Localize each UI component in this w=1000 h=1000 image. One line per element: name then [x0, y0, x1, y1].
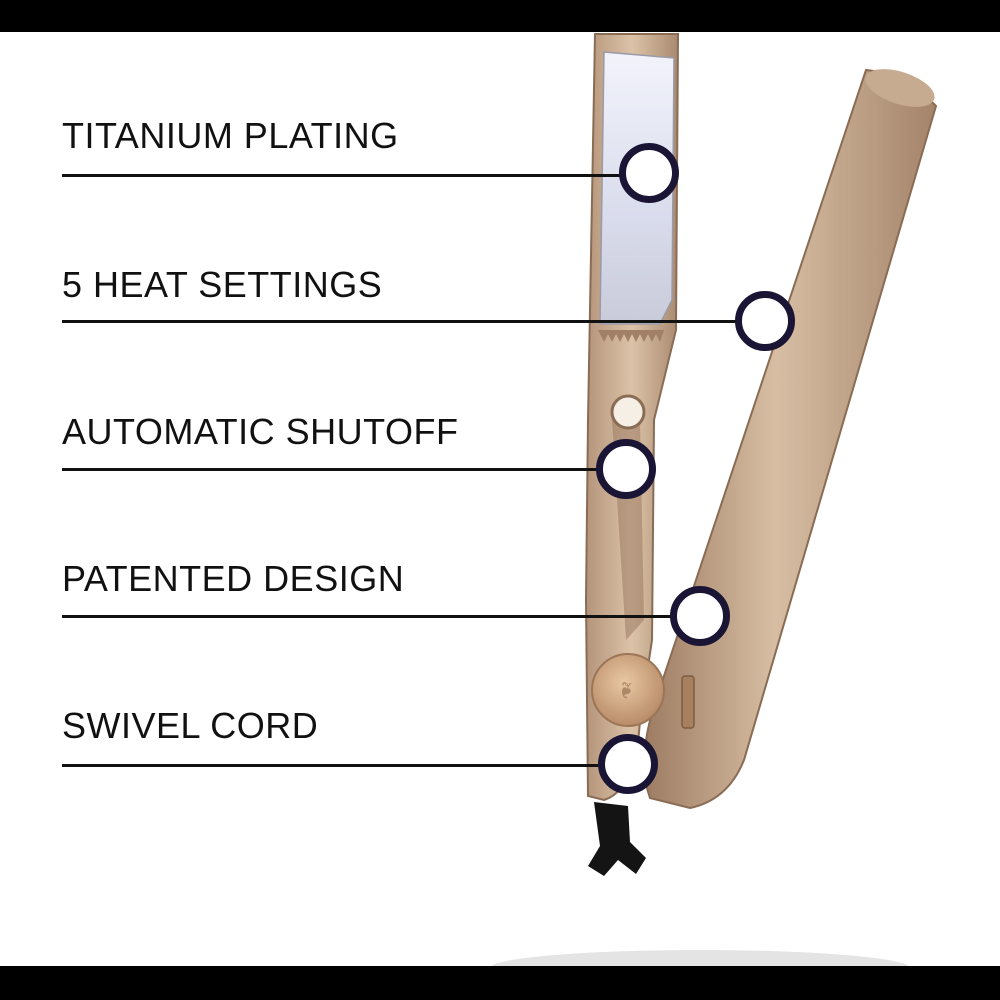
callout-line — [62, 174, 622, 177]
hinge-knob — [591, 653, 665, 727]
callout-marker — [619, 143, 679, 203]
feature-label: TITANIUM PLATING — [62, 115, 399, 156]
callout-line — [62, 615, 674, 618]
feature-label: PATENTED DESIGN — [62, 558, 405, 599]
knob-logo: ❧ — [612, 680, 638, 700]
callout-marker — [735, 291, 795, 351]
callout-line — [62, 320, 738, 323]
callout-marker — [670, 586, 730, 646]
power-button — [610, 394, 646, 430]
callout-marker — [598, 734, 658, 794]
feature-label: 5 HEAT SETTINGS — [62, 264, 383, 305]
top-black-bar — [0, 0, 1000, 32]
plate-edge — [598, 330, 664, 342]
callout-line — [62, 764, 602, 767]
callout-marker — [596, 439, 656, 499]
feature-label: SWIVEL CORD — [62, 705, 319, 746]
swivel-cord — [588, 802, 646, 876]
callout-line — [62, 468, 600, 471]
bottom-black-bar — [0, 966, 1000, 1000]
side-switch — [681, 675, 695, 729]
rear-arm-tip — [865, 69, 935, 107]
feature-label: AUTOMATIC SHUTOFF — [62, 411, 459, 452]
